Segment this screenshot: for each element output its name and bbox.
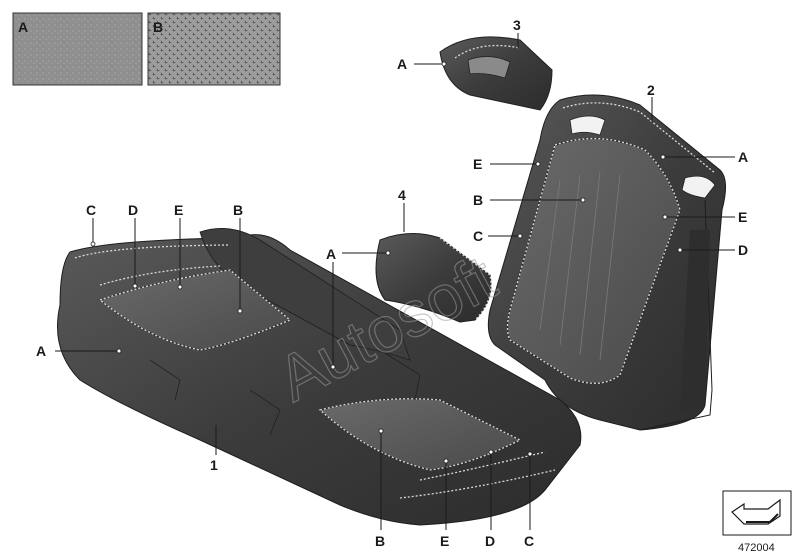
bolster-cover: [375, 233, 492, 323]
reference-box: 472004: [722, 490, 792, 554]
part-number-3: 3: [513, 17, 521, 33]
seat-cushion-cover: [57, 228, 582, 526]
swatch-b-label: B: [153, 19, 163, 35]
leader-lines: [55, 33, 735, 530]
swatch-a-label: A: [18, 19, 28, 35]
callout-b-bottom: B: [375, 533, 385, 549]
headrest-cover: [439, 36, 553, 111]
callout-e-top-left: E: [174, 202, 183, 218]
callout-a-left: A: [36, 343, 46, 359]
callout-a-headrest: A: [397, 56, 407, 72]
callout-e-back-left: E: [473, 156, 482, 172]
callout-d-bottom: D: [485, 533, 495, 549]
callout-a-center: A: [326, 246, 336, 262]
callout-d-back-right: D: [738, 242, 748, 258]
callout-c-back-left: C: [473, 228, 483, 244]
arrow-icon: [731, 498, 781, 525]
swatch-a: A: [12, 12, 143, 86]
callout-b-back-left: B: [473, 192, 483, 208]
callout-e-bottom: E: [440, 533, 449, 549]
swatch-b: B: [147, 12, 281, 86]
part-number-1: 1: [210, 457, 218, 473]
callout-c-bottom: C: [524, 533, 534, 549]
part-number-4: 4: [398, 187, 406, 203]
callout-b-top-left: B: [233, 202, 243, 218]
callout-d-top-left: D: [128, 202, 138, 218]
reference-number: 472004: [738, 542, 775, 554]
callout-c-top-left: C: [86, 202, 96, 218]
callout-a-back-right: A: [738, 149, 748, 165]
callout-e-back-right: E: [738, 209, 747, 225]
part-number-2: 2: [647, 82, 655, 98]
